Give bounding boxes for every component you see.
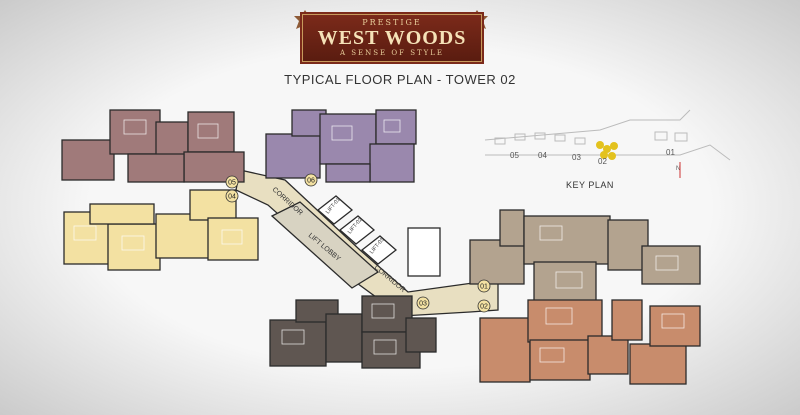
logo-box: PRESTIGE WEST WOODS A SENSE OF STYLE — [302, 14, 482, 62]
logo-tagline: A SENSE OF STYLE — [339, 49, 445, 57]
key-plan-number: 04 — [538, 151, 547, 160]
lift-02 — [338, 215, 376, 245]
unit-marker: 02 — [477, 299, 491, 313]
lift-03 — [360, 235, 398, 265]
key-plan-number: 03 — [572, 153, 581, 162]
unit-number: 06 — [307, 178, 315, 185]
unit-marker: 04 — [225, 189, 239, 203]
unit-marker: 06 — [304, 173, 318, 187]
key-plan-number: 02 — [598, 157, 607, 166]
plan-title: TYPICAL FLOOR PLAN - TOWER 02 — [284, 72, 516, 87]
unit-number: 01 — [480, 284, 488, 291]
lift-lobby — [270, 201, 380, 289]
unit-number: 02 — [480, 304, 488, 311]
unit-04 — [63, 189, 259, 271]
unit-number: 04 — [228, 194, 236, 201]
key-plan-number: 05 — [510, 151, 519, 160]
unit-06 — [265, 109, 417, 183]
lift-01 — [316, 195, 354, 225]
logo-prestige: PRESTIGE — [362, 18, 422, 27]
unit-marker: 01 — [477, 279, 491, 293]
logo-west-woods: WEST WOODS — [317, 27, 467, 49]
brand-logo: PRESTIGE WEST WOODS A SENSE OF STYLE — [292, 8, 490, 62]
key-plan: 05 04 03 02 01 N — [484, 109, 731, 178]
unit-number: 05 — [228, 180, 236, 187]
unit-03 — [269, 295, 437, 369]
key-plan-number: 01 — [666, 148, 675, 157]
key-plan-tower-02 — [596, 141, 618, 160]
unit-05 — [61, 109, 245, 183]
staircase — [407, 227, 441, 277]
unit-marker: 05 — [225, 175, 239, 189]
unit-01 — [469, 209, 701, 303]
unit-02 — [479, 299, 701, 385]
north-label: N — [676, 166, 680, 172]
key-plan-outline — [484, 109, 731, 161]
unit-marker: 03 — [416, 296, 430, 310]
key-plan-title: KEY PLAN — [566, 180, 614, 190]
unit-number: 03 — [419, 301, 427, 308]
